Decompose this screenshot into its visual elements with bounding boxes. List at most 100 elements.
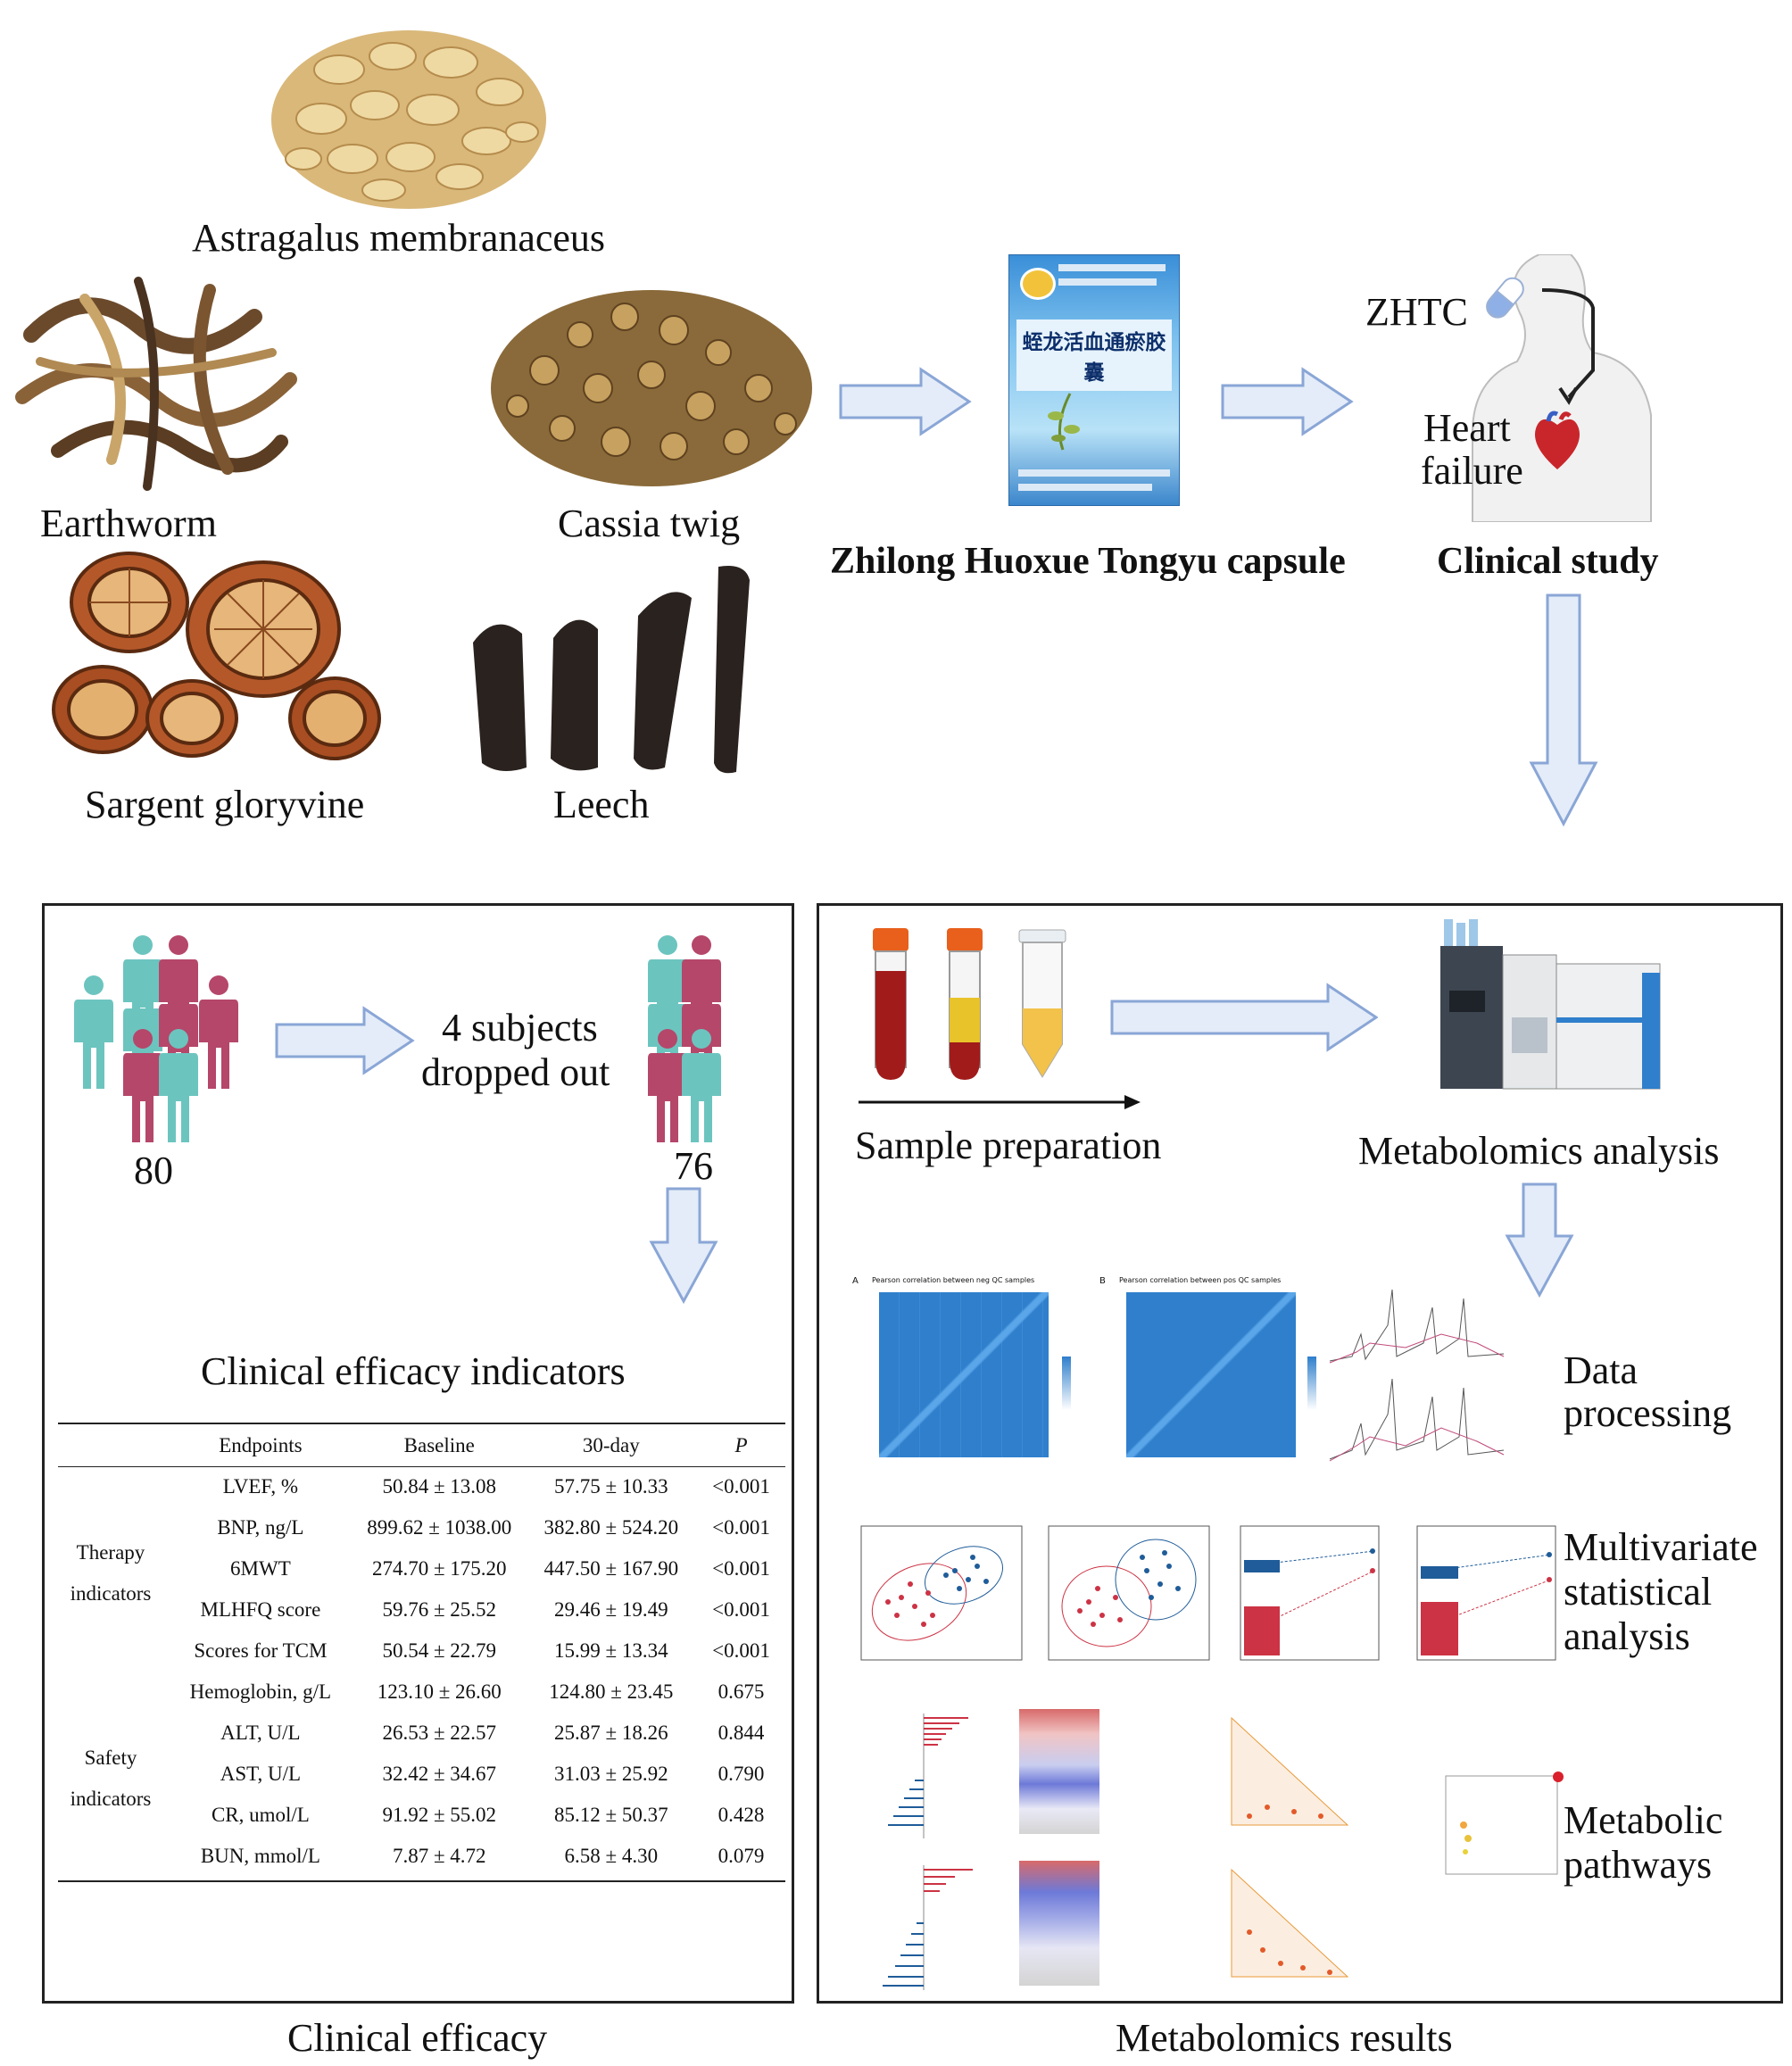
arrow-clinical-down (1528, 593, 1599, 827)
arrow-herbs-to-capsule (839, 366, 973, 437)
cell-30day: 447.50 ± 167.90 (543, 1557, 679, 1580)
fold-change-bars-top (852, 1709, 986, 1843)
cell-p: 0.790 (718, 1763, 765, 1785)
cell-baseline: 274.70 ± 175.20 (371, 1557, 507, 1580)
cell-baseline: 91.92 ± 55.02 (382, 1804, 497, 1826)
heatmap-neg-title: Pearson correlation between neg QC sampl… (872, 1276, 1035, 1284)
metabolic-pathways-label-2: pathways (1564, 1843, 1713, 1887)
data-processing-label-1: Data (1564, 1348, 1639, 1392)
clinical-study-label: Clinical study (1437, 541, 1659, 582)
cell-p: <0.001 (712, 1598, 770, 1621)
col-p: P (734, 1434, 748, 1456)
table-rule-header (58, 1466, 785, 1467)
fold-change-bars-bottom (852, 1861, 986, 1995)
leech-label: Leech (553, 783, 650, 826)
cell-p: <0.001 (712, 1475, 770, 1498)
cell-p: 0.428 (718, 1804, 765, 1826)
earthworm-image (4, 263, 308, 500)
table-header-row: Endpoints Baseline 30-day P (58, 1425, 785, 1466)
therapy-group-line-2: indicators (70, 1582, 152, 1605)
therapy-group-line-1: Therapy (76, 1541, 145, 1564)
group-cell (58, 1466, 168, 1507)
cell-30day: 57.75 ± 10.33 (553, 1475, 668, 1498)
cell-30day: 31.03 ± 25.92 (553, 1763, 668, 1785)
therapy-group-label: Therapy indicators (58, 1532, 163, 1614)
sample-prep-label: Sample preparation (855, 1124, 1162, 1167)
cell-baseline: 26.53 ± 22.57 (382, 1722, 497, 1744)
cell-p: 0.675 (718, 1680, 765, 1703)
cell-p: <0.001 (712, 1516, 770, 1539)
cassia-twig-image (482, 263, 821, 500)
cell-baseline: 7.87 ± 4.72 (392, 1845, 486, 1867)
heatmap-metabolites-top (1019, 1709, 1099, 1834)
heatmap-pos-legend (1307, 1357, 1316, 1410)
cell-baseline: 50.54 ± 22.79 (382, 1639, 497, 1662)
astragalus-label: Astragalus membranaceus (192, 216, 606, 260)
cell-baseline: 59.76 ± 25.52 (382, 1598, 497, 1621)
heatmap-metabolites-bottom (1019, 1861, 1099, 1986)
mass-spectrometer-icon (1437, 919, 1669, 1102)
cassia-twig-label: Cassia twig (558, 502, 741, 545)
cell-baseline: 50.84 ± 13.08 (382, 1475, 497, 1498)
heatmap-neg-legend (1062, 1357, 1071, 1410)
cell-p: <0.001 (712, 1639, 770, 1662)
cell-baseline: 123.10 ± 26.60 (377, 1680, 502, 1703)
dropout-text-1: 4 subjects (442, 1006, 598, 1050)
centrifuge-tube-icon (1017, 928, 1067, 1084)
capsule-box-title: 蛭龙活血通瘀胶囊 (1016, 319, 1172, 391)
serum-tube-icon (944, 926, 985, 1087)
cell-30day: 15.99 ± 13.34 (553, 1639, 668, 1662)
cell-30day: 382.80 ± 524.20 (543, 1516, 679, 1539)
permutation-plot-neg (1223, 1517, 1383, 1678)
zhtc-label: ZHTC (1365, 290, 1468, 334)
heatmap-pos-qc: B Pearson correlation between pos QC sam… (1099, 1276, 1305, 1464)
arrow-capsule-to-clinical (1221, 366, 1355, 437)
metabolic-pathways-label-1: Metabolic (1564, 1798, 1723, 1842)
astragalus-image (268, 7, 549, 214)
table-rule-bottom (58, 1880, 785, 1882)
clinical-efficacy-caption: Clinical efficacy (287, 2016, 548, 2060)
cell-30day: 124.80 ± 23.45 (549, 1680, 674, 1703)
col-baseline: Baseline (403, 1434, 475, 1456)
heart-label-1: Heart (1423, 406, 1511, 450)
arrow-dropout (275, 1005, 416, 1076)
arrow-to-data-processing (1504, 1182, 1575, 1299)
table-rule-top (58, 1423, 785, 1424)
clinical-efficacy-panel (42, 903, 794, 2004)
cell-endpoint: AST, U/L (220, 1763, 302, 1785)
safety-group-line-1: Safety (84, 1747, 137, 1769)
correlation-triangle-bottom (1214, 1861, 1356, 1986)
pathway-highlight-dot (1553, 1771, 1564, 1782)
group-cell (58, 1836, 168, 1877)
pca-plot-pos (1035, 1517, 1214, 1678)
timeline-arrow (859, 1093, 1144, 1116)
correlation-triangle-top (1214, 1709, 1356, 1834)
cell-p: 0.079 (718, 1845, 765, 1867)
leech-image (451, 562, 759, 781)
pill-icon (1480, 272, 1533, 330)
cell-endpoint: ALT, U/L (220, 1722, 301, 1744)
cell-p: <0.001 (712, 1557, 770, 1580)
heart-label-2: failure (1421, 449, 1523, 493)
cell-p: 0.844 (718, 1722, 765, 1744)
col-endpoints: Endpoints (219, 1434, 303, 1456)
dropout-text-2: dropped out (421, 1050, 610, 1094)
sargent-gloryvine-image (49, 540, 388, 767)
group-cell (58, 1672, 168, 1713)
earthworm-label: Earthworm (40, 502, 217, 545)
pca-plot-neg (848, 1517, 1026, 1678)
arrow-to-indicators (648, 1187, 719, 1305)
pathway-bubble-plot (1437, 1771, 1562, 1888)
multivariate-label-2: statistical (1564, 1570, 1713, 1614)
cell-30day: 6.58 ± 4.30 (564, 1845, 659, 1867)
chromatogram-thumbs (1325, 1272, 1508, 1473)
efficacy-table: Endpoints Baseline 30-day P LVEF, %50.84… (58, 1425, 785, 1877)
